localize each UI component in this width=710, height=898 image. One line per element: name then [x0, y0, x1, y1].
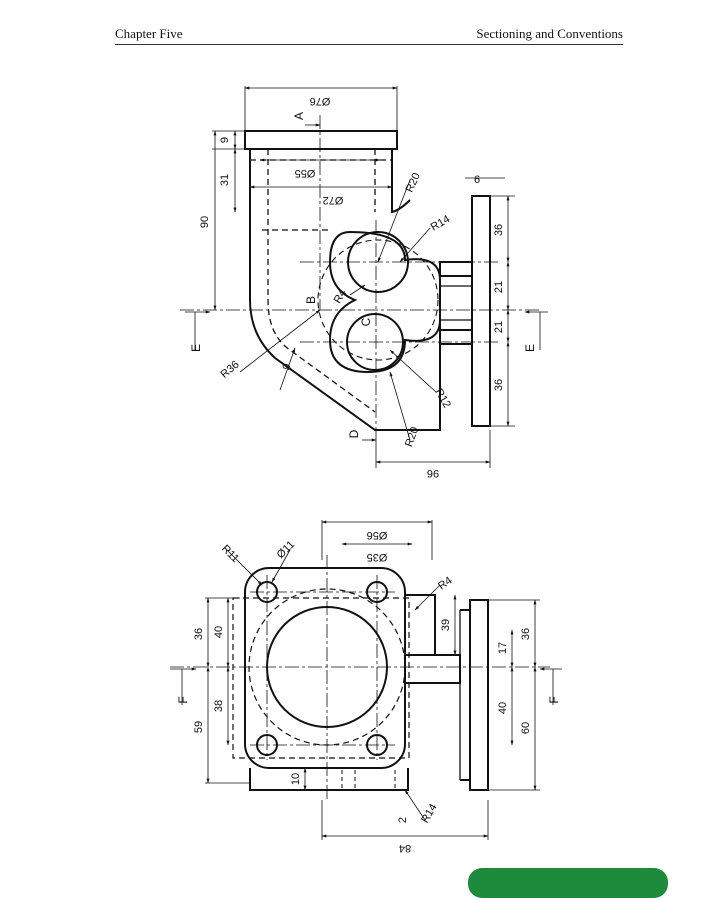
twin-bore-housing	[328, 230, 441, 374]
dim-v36-right: 36	[520, 628, 532, 640]
dim-v9: 9	[219, 137, 231, 143]
dim-v36-bot: 36	[493, 379, 505, 391]
dim-v36: 36	[193, 628, 205, 640]
overlay-button[interactable]	[468, 868, 668, 898]
dim-d55: Ø55	[295, 167, 316, 179]
front-dimension-lines	[170, 520, 562, 840]
dim-v21-bot: 21	[493, 321, 505, 333]
body-right-edge	[391, 149, 411, 214]
dim-r20-top: R20	[404, 171, 423, 194]
dim-v40-left: 40	[213, 626, 225, 638]
section-letter-e-left: E	[189, 344, 203, 352]
side-flange	[471, 195, 491, 427]
page-header: Chapter Five Sectioning and Conventions	[115, 26, 623, 45]
top-centerlines	[180, 115, 540, 440]
top-flange	[244, 130, 398, 150]
dim-v39: 39	[440, 619, 452, 631]
section-letter-e-right: E	[523, 344, 537, 352]
dim-d35: Ø35	[367, 551, 388, 563]
dim-s9: 9	[280, 362, 293, 372]
section-title: Sectioning and Conventions	[476, 26, 623, 41]
section-letter-d: D	[347, 429, 361, 438]
dim-v10: 10	[290, 773, 302, 785]
base-lip	[249, 768, 409, 791]
dim-h96: 96	[427, 467, 439, 479]
dim-d76: Ø76	[310, 95, 331, 107]
dim-v2: 2	[397, 817, 409, 823]
dim-v38: 38	[213, 700, 225, 712]
section-letter-f-right: F	[547, 696, 561, 703]
dim-d11: Ø11	[275, 539, 298, 562]
dim-r14-front: R14	[419, 802, 439, 825]
side-flange-front	[469, 599, 489, 791]
front-dimension-texts: Ø56 Ø35 R11 Ø11 R4 36 40 38 59 39 17 40 …	[176, 529, 561, 854]
front-centerlines	[170, 555, 550, 800]
dim-v40-right: 40	[497, 702, 509, 714]
dim-v90: 90	[199, 216, 211, 228]
dim-r12: R12	[432, 387, 452, 410]
dim-h84: 84	[399, 842, 411, 854]
dim-v60: 60	[520, 722, 532, 734]
body-outline	[249, 149, 441, 431]
dim-r20-bot: R20	[403, 425, 421, 448]
section-letter-a: A	[292, 112, 306, 120]
dim-r14: R14	[429, 213, 452, 233]
dim-h6: 6	[474, 174, 480, 186]
dim-r36: R36	[218, 359, 241, 381]
top-dimension-texts: Ø76 Ø55 Ø72 9 31 90 R20 R14 R4 R36 9 R12…	[189, 95, 537, 479]
dim-r4: R4	[332, 287, 349, 305]
dim-d72: Ø72	[323, 194, 344, 206]
dim-v17: 17	[497, 642, 509, 654]
dim-r11: R11	[219, 543, 241, 565]
dim-v21-top: 21	[493, 281, 505, 293]
front-view	[232, 567, 489, 791]
dim-v36-top: 36	[493, 224, 505, 236]
dim-v59: 59	[193, 721, 205, 733]
section-letter-b: B	[304, 296, 318, 304]
section-letter-f-left: F	[176, 696, 190, 703]
dim-r4-front: R4	[436, 575, 454, 593]
dim-d56: Ø56	[367, 529, 388, 541]
top-dimension-lines	[185, 86, 548, 468]
dim-v31: 31	[219, 174, 231, 186]
section-letter-c: C	[359, 317, 373, 326]
chapter-title: Chapter Five	[115, 26, 183, 41]
